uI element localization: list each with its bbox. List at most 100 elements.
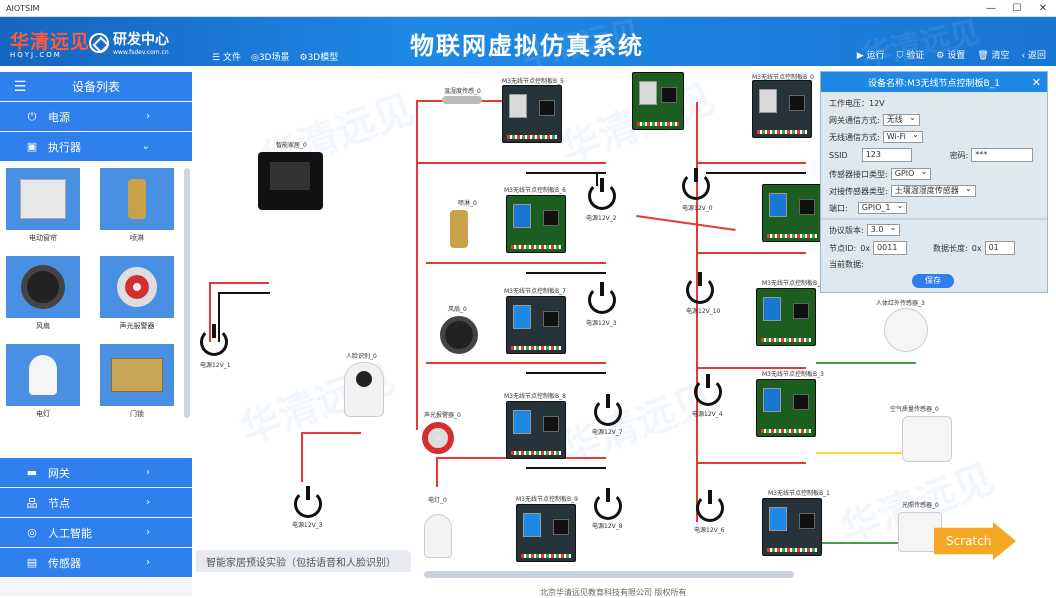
node-board[interactable] (756, 379, 816, 437)
power-icon[interactable] (594, 394, 622, 426)
sidebar-item-sensor[interactable]: ▤ 传感器 › (0, 548, 192, 578)
sensor-if-row: 传感器接口类型: GPIO (829, 167, 932, 180)
device-curtain[interactable]: 电动窗帘 (6, 168, 80, 243)
node-board[interactable] (752, 80, 812, 138)
power-icon[interactable] (682, 168, 710, 200)
smart-home-screen[interactable] (258, 152, 323, 210)
power-icon[interactable] (588, 282, 616, 314)
node-board[interactable] (756, 288, 816, 346)
proto-select[interactable]: 3.0 (866, 223, 901, 236)
temp-probe[interactable] (442, 96, 482, 104)
power-icon[interactable] (588, 178, 616, 210)
wire (696, 162, 806, 164)
node-label: 智能家居_0 (276, 142, 307, 149)
chevron-right-icon: › (146, 467, 150, 478)
clear-button[interactable]: 🗑 清空 (977, 51, 1010, 61)
power-icon[interactable] (696, 490, 724, 522)
gateway-icon: ▬ (26, 466, 38, 479)
settings-button[interactable]: ⚙ 设置 (936, 51, 966, 61)
device-lock[interactable]: 门锁 (100, 344, 174, 419)
node-label: 光照传感器_0 (902, 502, 939, 509)
node-board[interactable] (516, 504, 576, 562)
node-board[interactable] (502, 85, 562, 143)
data-length-input[interactable]: 01 (984, 241, 1015, 255)
wire (218, 292, 270, 294)
sidebar-scrollbar[interactable] (184, 168, 190, 418)
sidebar-item-actuator[interactable]: ▣ 执行器 ⌄ (0, 132, 192, 162)
node-label: 喷淋_0 (458, 200, 477, 207)
port-select[interactable]: GPIO_1 (857, 201, 908, 214)
sidebar-item-node[interactable]: 品 节点 › (0, 488, 192, 518)
data-length-prefix: 0x (971, 243, 982, 253)
hamburger-icon[interactable]: ☰ (13, 78, 27, 95)
power-icon[interactable] (686, 272, 714, 304)
node-board[interactable] (762, 184, 822, 242)
back-button[interactable]: ‹ 返回 (1021, 51, 1046, 61)
node-label: 人体红外传感器_3 (876, 300, 925, 307)
nav-file[interactable]: ☰ 文件 (212, 53, 241, 63)
wl-mode-label: 无线通信方式: (829, 132, 880, 142)
node-label: 电源12V_0 (682, 205, 713, 212)
port-row: 端口: GPIO_1 (829, 201, 908, 214)
proto-row: 协议版本: 3.0 (829, 223, 901, 236)
lock-image (100, 344, 174, 406)
nav-3d-model[interactable]: ⚙3D模型 (299, 53, 339, 63)
gateway-board[interactable] (632, 72, 684, 130)
sensor-type-select[interactable]: 土壤温湿度传感器 (890, 184, 976, 197)
run-button[interactable]: ▶ 运行 (856, 51, 885, 61)
node-board[interactable] (506, 195, 566, 253)
device-sprinkler[interactable]: 喷淋 (100, 168, 174, 243)
ssid-input[interactable]: 123 (861, 148, 912, 162)
node-label: M3无线节点控制板B_1 (768, 490, 830, 497)
power-icon[interactable] (294, 486, 322, 518)
lamp[interactable] (424, 514, 452, 558)
node-label: M3无线节点控制板B_0 (752, 74, 814, 81)
verify-button[interactable]: ⛉ 验证 (896, 51, 925, 61)
power-icon[interactable] (694, 374, 722, 406)
close-window-button[interactable]: ✕ (1038, 3, 1048, 14)
node-board[interactable] (762, 498, 822, 556)
wire (696, 367, 806, 369)
nav-3d-scene[interactable]: ◎3D场景 (250, 53, 290, 63)
device-label: 喷淋 (130, 234, 144, 242)
maximize-button[interactable]: ☐ (1012, 3, 1022, 14)
wl-mode-select[interactable]: Wi-Fi (882, 130, 923, 143)
wire (301, 432, 361, 434)
sprinkler[interactable] (450, 210, 468, 248)
save-button[interactable]: 保存 (912, 274, 954, 288)
sidebar-item-gateway[interactable]: ▬ 网关 › (0, 458, 192, 488)
node-label: 电源12V_6 (694, 527, 725, 534)
device-alarm[interactable]: 声光报警器 (100, 256, 174, 331)
device-lamp[interactable]: 电灯 (6, 344, 80, 419)
sidebar-header: ☰ 设备列表 (0, 72, 192, 102)
canvas-hscrollbar[interactable] (424, 571, 794, 578)
node-board[interactable] (506, 401, 566, 459)
gw-mode-select[interactable]: 无线 (882, 113, 920, 126)
node-label: 电灯_0 (428, 497, 447, 504)
face-camera[interactable] (344, 362, 384, 417)
sensor-if-select[interactable]: GPIO (890, 167, 932, 180)
power-icon[interactable] (200, 324, 228, 356)
device-label: 电灯 (36, 410, 50, 418)
node-icon: 品 (26, 496, 38, 510)
chevron-down-icon: ⌄ (141, 141, 150, 152)
minimize-button[interactable]: — (986, 3, 996, 14)
brand2-text: 研发中心 (113, 32, 169, 48)
fan-image (6, 256, 80, 318)
node-board[interactable] (506, 296, 566, 354)
sound-light-alarm[interactable] (422, 422, 454, 454)
panel-title: 设备名称:M3无线节点控制板B_1 (868, 78, 1000, 89)
password-input[interactable]: *** (971, 148, 1034, 162)
fan[interactable] (440, 316, 478, 354)
lamp-image (6, 344, 80, 406)
sidebar-item-ai[interactable]: ◎ 人工智能 › (0, 518, 192, 548)
brand2-sub: www.fsdev.com.cn (113, 49, 169, 56)
sidebar-item-power[interactable]: ⏻ 电源 › (0, 102, 192, 132)
wire (526, 172, 606, 174)
close-icon[interactable]: ✕ (1031, 75, 1041, 89)
ir-sensor[interactable] (884, 308, 928, 352)
power-icon[interactable] (594, 488, 622, 520)
air-quality-sensor[interactable] (902, 416, 952, 462)
device-fan[interactable]: 风扇 (6, 256, 80, 331)
node-id-input[interactable]: 0011 (873, 241, 908, 255)
